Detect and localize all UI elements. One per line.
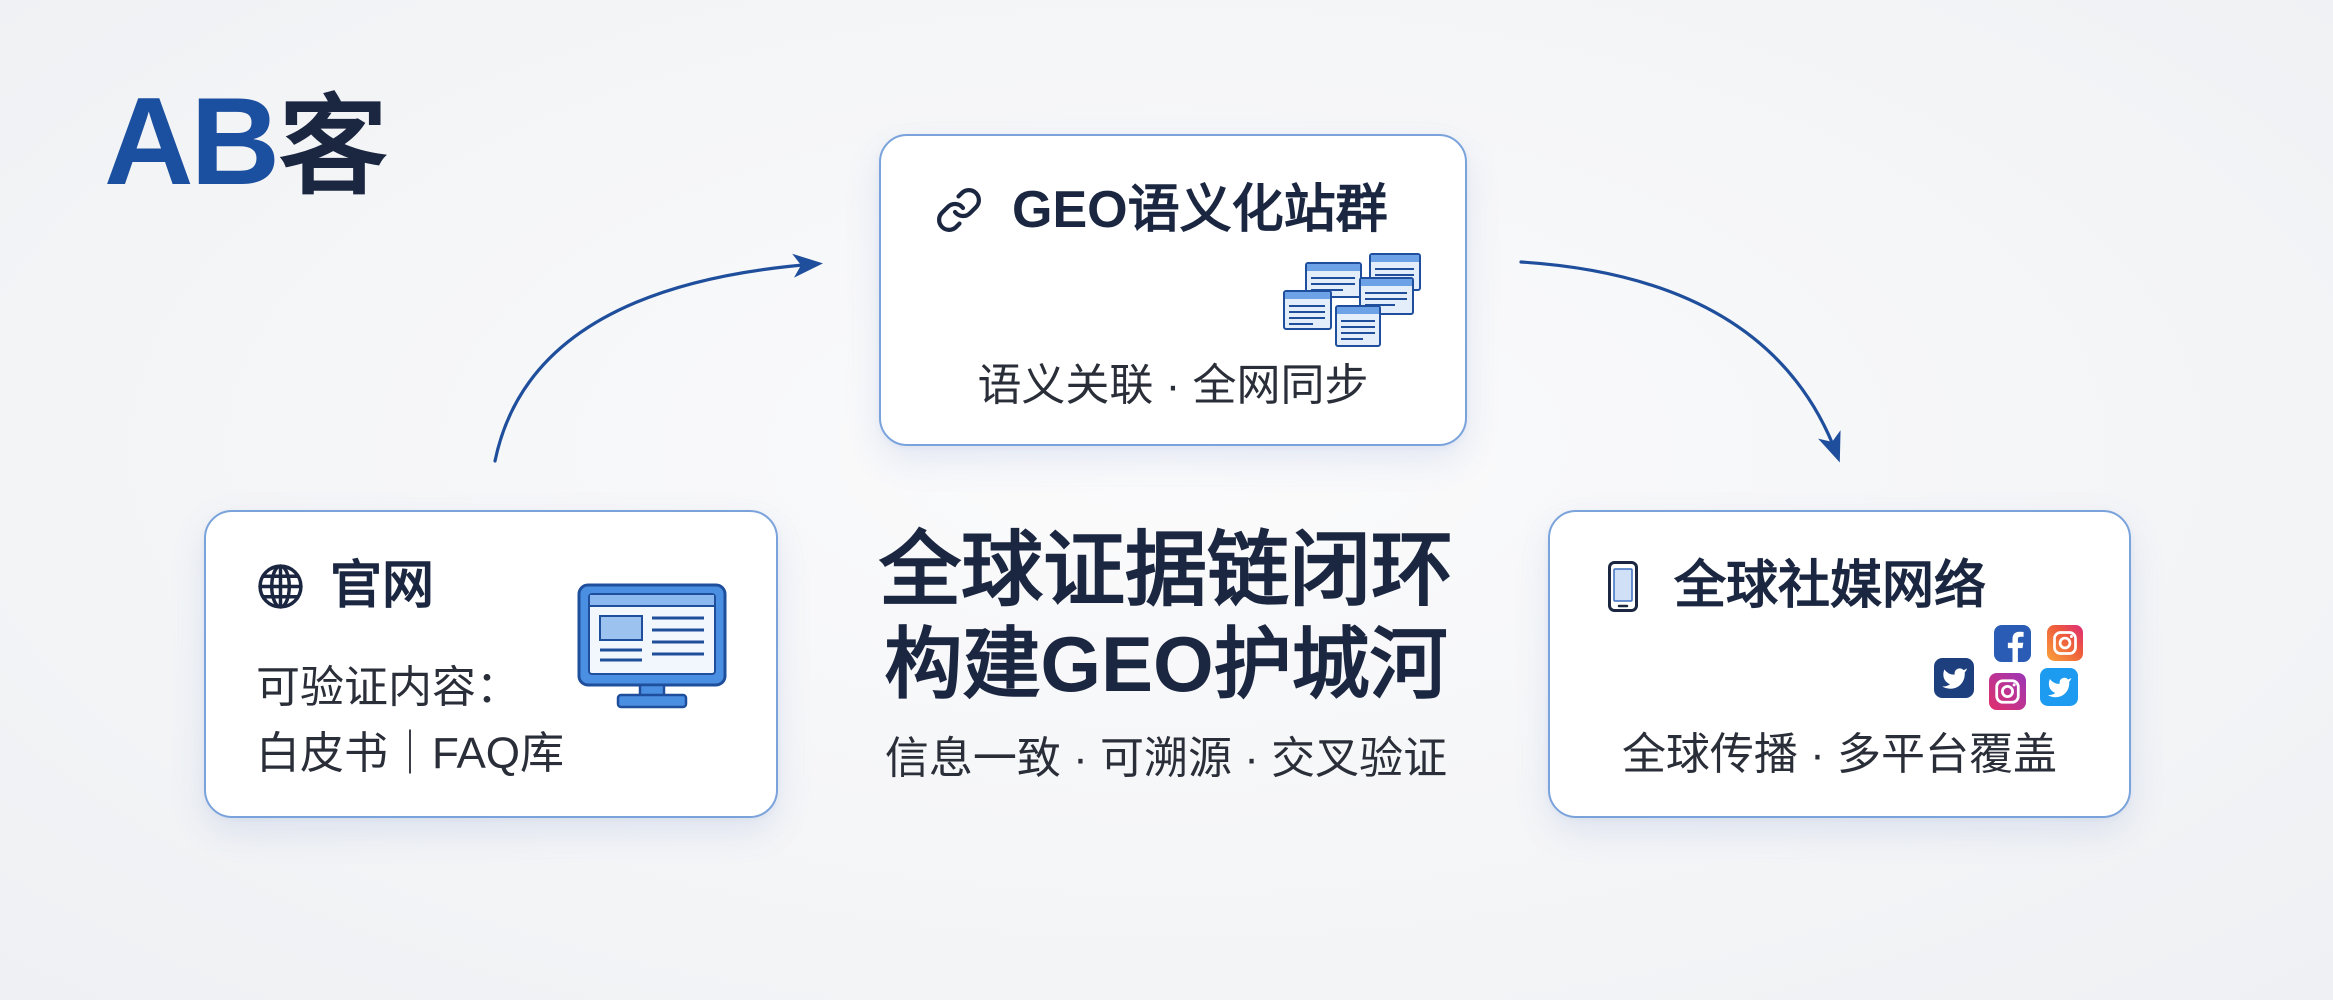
brand-logo: AB客: [104, 80, 387, 204]
brand-logo-latin: AB: [104, 73, 280, 211]
arrow-website-to-site-cluster: [493, 253, 823, 463]
node-subtitle: 全球传播 · 多平台覆盖: [1621, 730, 2058, 779]
link-icon: [933, 186, 985, 234]
node-title: GEO语义化站群: [1012, 181, 1388, 239]
instagram-icon: [2047, 625, 2083, 661]
phone-icon: [1608, 561, 1638, 612]
website-pages-icon: [1283, 253, 1422, 348]
node-social-network: 全球社媒网络: [1548, 510, 2131, 818]
center-tagline: 信息一致 · 可溯源 · 交叉验证: [884, 734, 1448, 783]
monitor-icon: [576, 582, 728, 711]
node-body-line: 可验证内容：: [256, 663, 520, 712]
center-headline: 全球证据链闭环: [878, 525, 1453, 616]
center-subheadline: 构建GEO护城河: [884, 620, 1448, 708]
node-body-line: 白皮书｜FAQ库: [256, 729, 565, 778]
node-subtitle: 语义关联 · 全网同步: [977, 361, 1369, 410]
globe-icon: [256, 561, 305, 612]
instagram-icon: [1989, 673, 2026, 710]
node-title: 全球社媒网络: [1674, 557, 1987, 615]
twitter-icon: [2040, 668, 2078, 706]
node-official-website: 官网 可验证内容： 白皮书｜FAQ库: [204, 510, 778, 818]
node-geo-site-cluster: GEO语义化站群: [879, 134, 1467, 446]
brand-logo-cjk: 客: [279, 86, 388, 207]
facebook-icon: [1994, 625, 2031, 662]
arrow-site-cluster-to-social: [1519, 260, 1841, 463]
twitter-icon: [1934, 658, 1974, 698]
node-title: 官网: [330, 557, 435, 615]
